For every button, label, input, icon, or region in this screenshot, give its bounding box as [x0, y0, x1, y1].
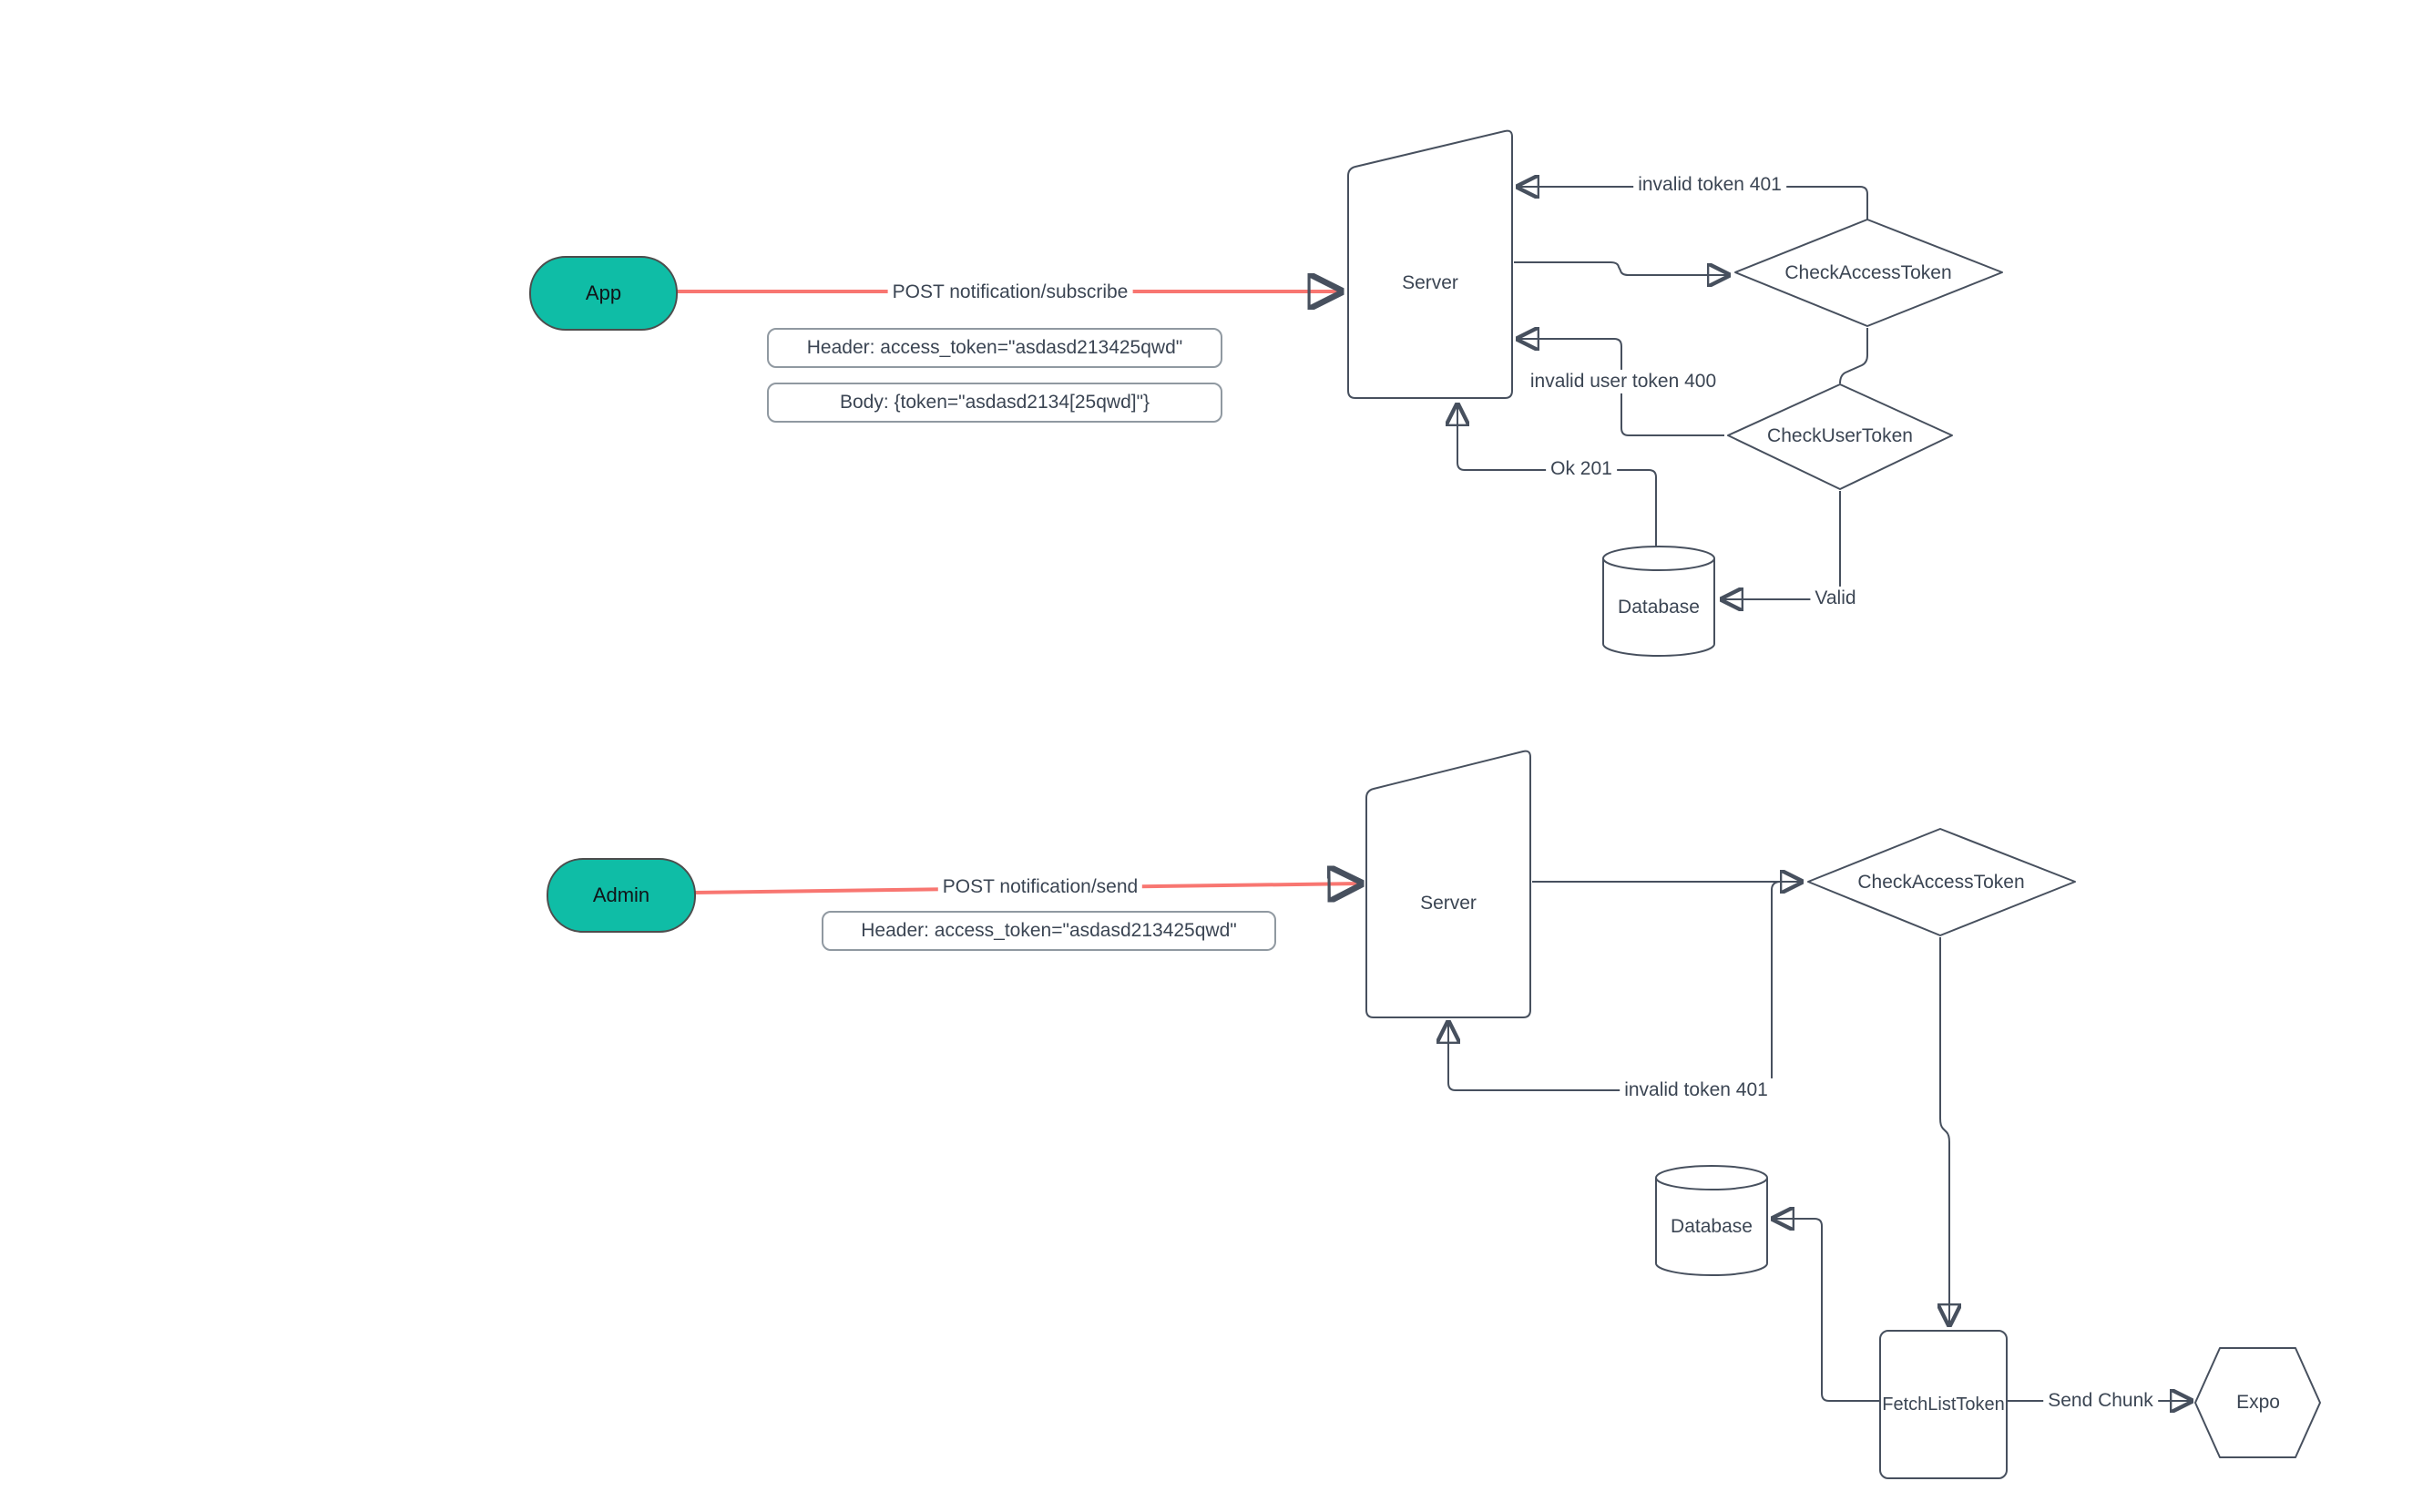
expo-label: Expo	[2236, 1392, 2280, 1413]
server-label: Server	[1402, 272, 1458, 293]
database-cylinder-shape	[1602, 546, 1715, 657]
node-fetchlisttoken-process[interactable]: FetchListToken	[1879, 1330, 2008, 1479]
decision-diamond-shape	[1734, 219, 2003, 327]
node-app-terminator[interactable]: App	[529, 256, 678, 331]
decision-diamond-shape	[1807, 828, 2076, 936]
database-label: Database	[1618, 597, 1700, 618]
database-label: Database	[1671, 1216, 1753, 1237]
app-label: App	[585, 281, 622, 304]
edge-invalid-token-401-top[interactable]	[1518, 187, 1868, 220]
node-expo-terminator[interactable]: Expo	[2191, 1343, 2325, 1462]
edge-label-invalid-user-token-400: invalid user token 400	[1525, 369, 1722, 394]
checkaccesstoken-label: CheckAccessToken	[1857, 872, 2025, 893]
edge-label-send-chunk: Send Chunk	[2043, 1388, 2158, 1414]
edge-label-post-send: POST notification/send	[937, 874, 1143, 900]
node-database-send[interactable]: Database	[1653, 1163, 1770, 1278]
admin-label: Admin	[592, 884, 650, 906]
edge-server-to-checkaccesstoken-top[interactable]	[1514, 261, 1729, 275]
header-note-label: Header: access_token="asdasd213425qwd"	[806, 337, 1183, 358]
body-note-label: Body: {token="asdasd2134[25qwd]"}	[839, 392, 1150, 413]
decision-diamond-shape	[1727, 383, 1953, 490]
edge-label-ok-201: Ok 201	[1546, 456, 1617, 482]
edge-label-post-subscribe: POST notification/subscribe	[887, 280, 1133, 305]
node-server-send[interactable]: Server	[1365, 748, 1532, 1019]
hexagon-shape	[2194, 1347, 2321, 1458]
note-box-body-subscribe[interactable]: Body: {token="asdasd2134[25qwd]"}	[767, 383, 1222, 423]
node-admin-terminator[interactable]: Admin	[547, 858, 696, 933]
server-trapezoid-shape	[1365, 750, 1531, 1018]
edge-checkaccess-to-checkusertoken[interactable]	[1839, 328, 1868, 384]
server-label: Server	[1420, 893, 1477, 914]
edge-fetchlisttoken-to-database[interactable]	[1773, 1219, 1879, 1402]
node-checkaccesstoken-send[interactable]: CheckAccessToken	[1804, 824, 2080, 941]
server-trapezoid-shape	[1347, 129, 1513, 399]
edge-label-valid: Valid	[1810, 586, 1861, 611]
note-box-header-send[interactable]: Header: access_token="asdasd213425qwd"	[822, 911, 1276, 951]
edge-valid-to-database[interactable]	[1722, 491, 1841, 599]
header-note-label: Header: access_token="asdasd213425qwd"	[861, 920, 1237, 941]
node-database-subscribe[interactable]: Database	[1600, 544, 1717, 659]
checkaccesstoken-label: CheckAccessToken	[1784, 262, 1952, 283]
fetchlisttoken-label: FetchListToken	[1882, 1394, 2005, 1415]
node-checkusertoken[interactable]: CheckUserToken	[1723, 380, 1957, 494]
edge-label-invalid-token-401-top: invalid token 401	[1633, 172, 1786, 198]
checkusertoken-label: CheckUserToken	[1767, 425, 1913, 446]
node-server-subscribe[interactable]: Server	[1346, 128, 1514, 401]
edge-checkaccess-to-fetchlisttoken[interactable]	[1940, 937, 1949, 1325]
database-cylinder-shape	[1655, 1165, 1768, 1276]
note-box-header-subscribe[interactable]: Header: access_token="asdasd213425qwd"	[767, 328, 1222, 368]
edge-label-invalid-token-401-bottom: invalid token 401	[1620, 1078, 1773, 1103]
node-checkaccesstoken-subscribe[interactable]: CheckAccessToken	[1731, 215, 2007, 332]
